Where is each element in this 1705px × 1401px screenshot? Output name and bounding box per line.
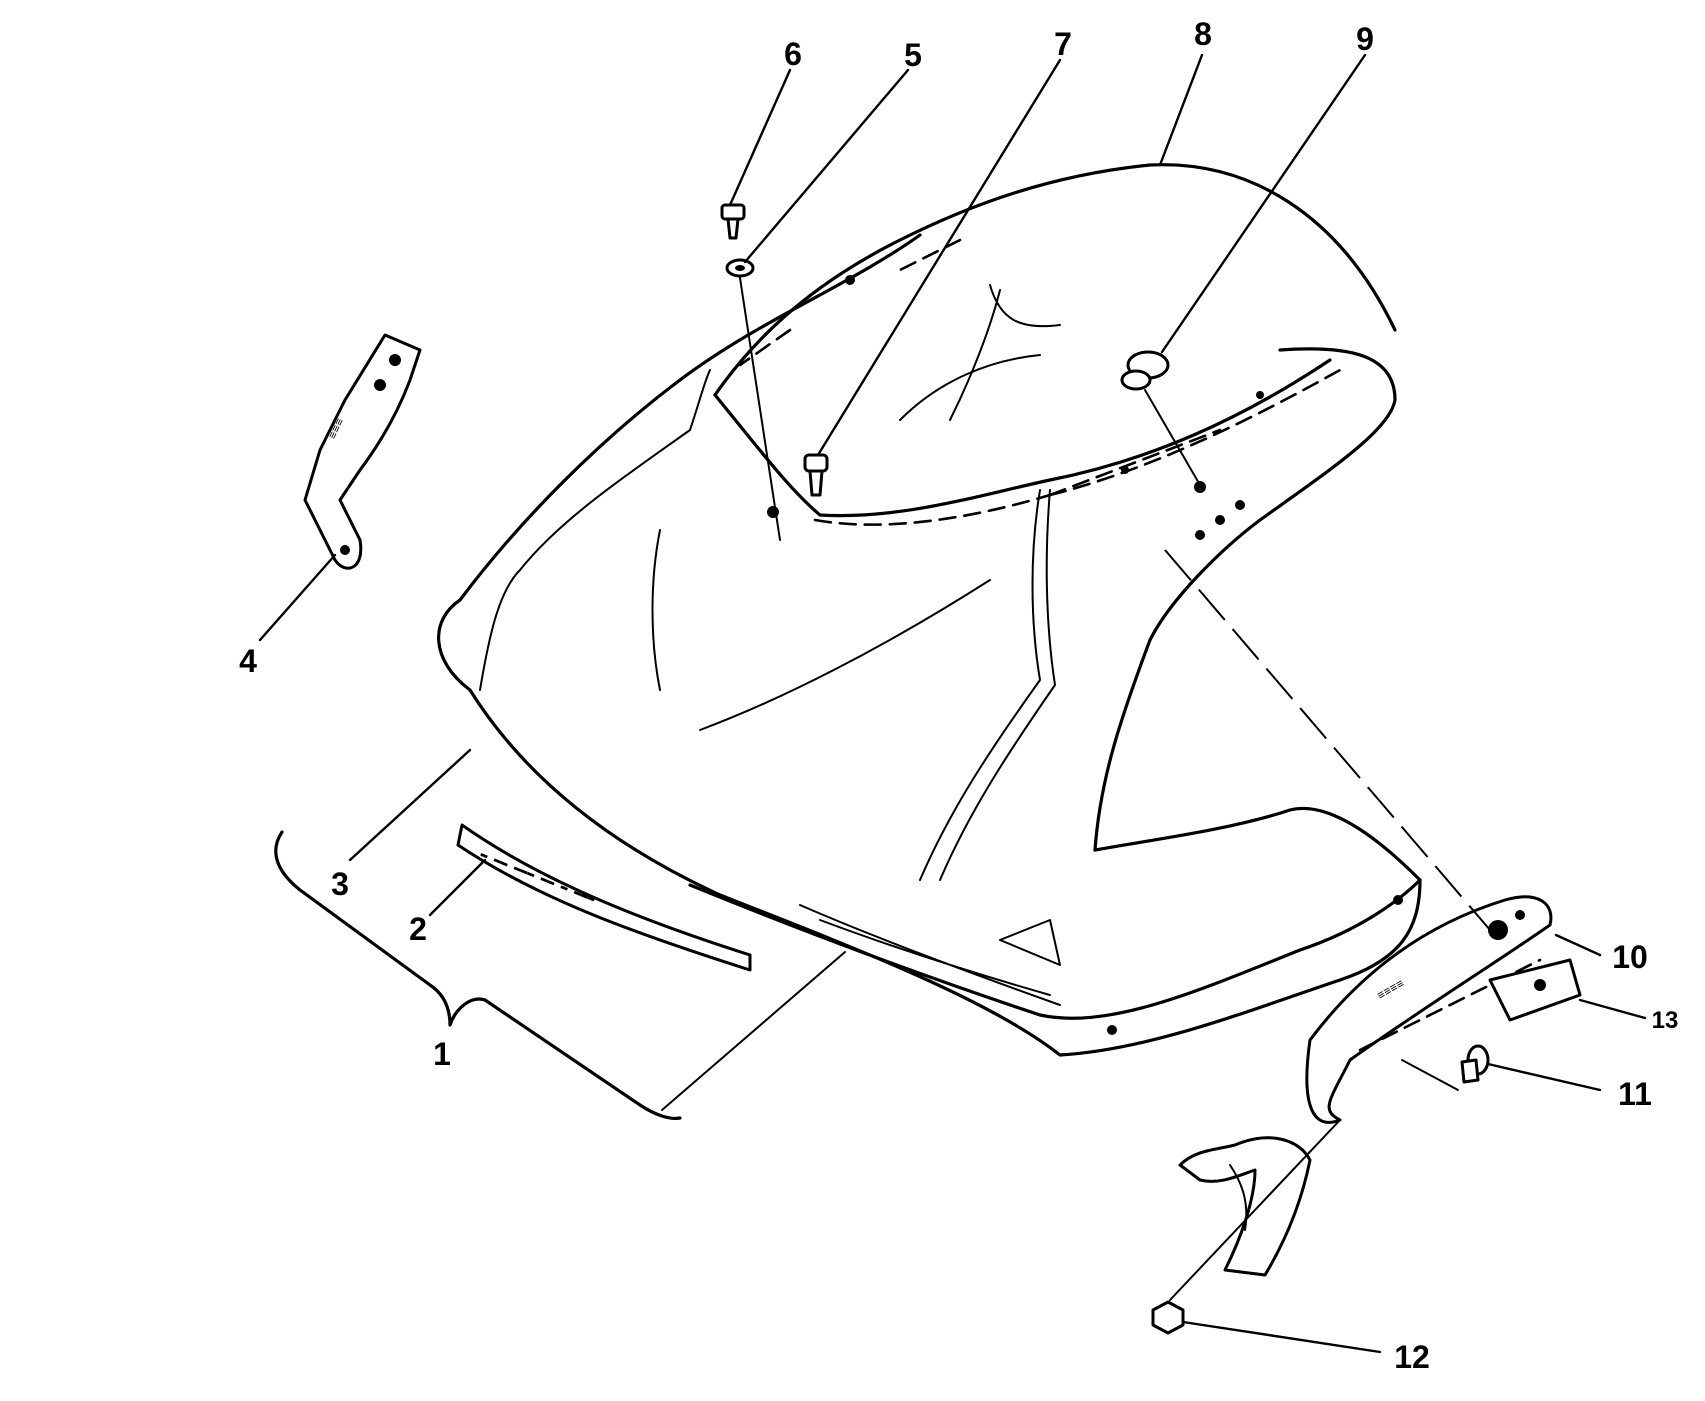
assembly-axis-10 [1164, 549, 1491, 931]
leader-lines [258, 53, 1647, 1354]
callout-2: 2 [409, 911, 427, 947]
callout-8: 8 [1194, 16, 1212, 52]
callout-13: 13 [1652, 1007, 1679, 1034]
nut-part-12 [1151, 1300, 1185, 1335]
decal-2-print: ▬ ▬▬ ▬▬▬ ▬▬ ▬ ▬▬▬ [479, 847, 598, 906]
callout-5: 5 [904, 37, 922, 73]
bracket-part-4: ≡≡≡ [303, 333, 422, 570]
screw-part-6 [720, 203, 746, 240]
callout-7: 7 [1054, 26, 1072, 62]
washer-part-5 [725, 258, 755, 278]
decal-part-2: ▬ ▬▬ ▬▬▬ ▬▬ ▬ ▬▬▬ [456, 823, 752, 972]
clip-part-13 [1488, 958, 1582, 1022]
callout-12: 12 [1394, 1339, 1430, 1375]
bracket-part-10: ≡≡≡≡ [1305, 895, 1553, 1124]
callout-10: 10 [1612, 939, 1648, 975]
assembly-axis-5-6 [739, 277, 781, 541]
callout-3: 3 [331, 866, 349, 902]
callout-4: 4 [239, 643, 257, 679]
callout-1: 1 [433, 1036, 451, 1072]
screw-part-11 [1401, 1044, 1490, 1091]
callout-11: 11 [1618, 1076, 1652, 1112]
hand-guard [1178, 1136, 1312, 1277]
fairing-holes [767, 275, 1264, 540]
group-brace-extension [661, 951, 846, 1111]
callout-6: 6 [784, 36, 802, 72]
callout-labels: 1 2 3 4 5 6 7 8 9 10 11 12 13 [239, 16, 1678, 1375]
fairing-body [437, 233, 1422, 1057]
windscreen [713, 163, 1397, 518]
assembly-axis-12 [1169, 1119, 1341, 1301]
screw-part-7 [803, 453, 829, 497]
fastener-part-9 [1120, 350, 1201, 486]
callout-9: 9 [1356, 21, 1374, 57]
lower-spoiler [688, 878, 1422, 1035]
group-brace-1 [274, 830, 682, 1121]
